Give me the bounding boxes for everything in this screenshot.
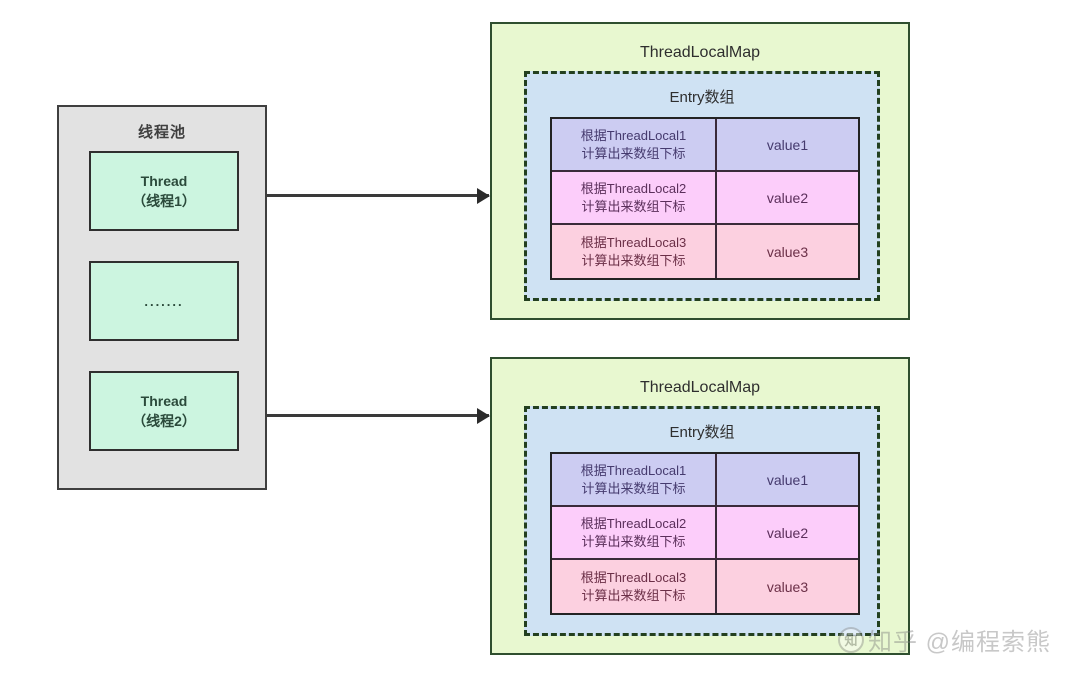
entry-array-2: Entry数组 根据ThreadLocal1 计算出来数组下标 value1 根… bbox=[524, 406, 880, 636]
entry-array-1-title: Entry数组 bbox=[669, 89, 735, 106]
thread-box-2-name: Thread bbox=[140, 392, 188, 409]
entry-array-1: Entry数组 根据ThreadLocal1 计算出来数组下标 value1 根… bbox=[524, 71, 880, 301]
thread-box-1-alias: （线程1） bbox=[132, 193, 196, 209]
entry-table-1: 根据ThreadLocal1 计算出来数组下标 value1 根据ThreadL… bbox=[550, 117, 860, 280]
threadlocalmap-1-title: ThreadLocalMap bbox=[639, 44, 761, 61]
table-row[interactable]: 根据ThreadLocal2 计算出来数组下标 value2 bbox=[552, 172, 858, 225]
entry-key-line2: 计算出来数组下标 bbox=[581, 252, 686, 268]
thread-box-ellipsis[interactable]: ....... bbox=[89, 261, 239, 341]
entry-value-cell: value1 bbox=[717, 119, 858, 170]
entry-key-cell: 根据ThreadLocal3 计算出来数组下标 bbox=[552, 225, 717, 278]
entry-key-line2: 计算出来数组下标 bbox=[581, 198, 686, 214]
entry-key-line2: 计算出来数组下标 bbox=[581, 587, 686, 603]
threadlocalmap-2: ThreadLocalMap Entry数组 根据ThreadLocal1 计算… bbox=[490, 357, 910, 655]
thread-box-2[interactable]: Thread （线程2） bbox=[89, 371, 239, 451]
entry-key-cell: 根据ThreadLocal1 计算出来数组下标 bbox=[552, 119, 717, 170]
thread-pool-title: 线程池 bbox=[137, 124, 186, 141]
entry-key-line1: 根据ThreadLocal3 bbox=[580, 234, 687, 250]
entry-array-2-title: Entry数组 bbox=[669, 424, 735, 441]
entry-key-line2: 计算出来数组下标 bbox=[581, 533, 686, 549]
entry-key-line1: 根据ThreadLocal2 bbox=[580, 180, 687, 196]
entry-key-cell: 根据ThreadLocal2 计算出来数组下标 bbox=[552, 507, 717, 558]
table-row[interactable]: 根据ThreadLocal1 计算出来数组下标 value1 bbox=[552, 119, 858, 172]
thread-pool-container: 线程池 Thread （线程1） ....... Thread （线程2） bbox=[57, 105, 267, 490]
threadlocalmap-2-title: ThreadLocalMap bbox=[639, 379, 761, 396]
thread-box-1-name: Thread bbox=[140, 172, 188, 189]
entry-value-cell: value1 bbox=[717, 454, 858, 505]
entry-key-cell: 根据ThreadLocal2 计算出来数组下标 bbox=[552, 172, 717, 223]
entry-key-line2: 计算出来数组下标 bbox=[581, 480, 686, 496]
entry-value-cell: value2 bbox=[717, 172, 858, 223]
entry-key-line1: 根据ThreadLocal3 bbox=[580, 569, 687, 585]
entry-key-line2: 计算出来数组下标 bbox=[581, 145, 686, 161]
arrow-thread1-to-map1 bbox=[267, 194, 489, 197]
entry-key-line1: 根据ThreadLocal1 bbox=[580, 127, 687, 143]
entry-value-cell: value3 bbox=[717, 225, 858, 278]
threadlocalmap-1: ThreadLocalMap Entry数组 根据ThreadLocal1 计算… bbox=[490, 22, 910, 320]
arrow-thread2-to-map2 bbox=[267, 414, 489, 417]
table-row[interactable]: 根据ThreadLocal3 计算出来数组下标 value3 bbox=[552, 560, 858, 613]
entry-table-2: 根据ThreadLocal1 计算出来数组下标 value1 根据ThreadL… bbox=[550, 452, 860, 615]
entry-key-cell: 根据ThreadLocal1 计算出来数组下标 bbox=[552, 454, 717, 505]
entry-key-line1: 根据ThreadLocal2 bbox=[580, 515, 687, 531]
thread-box-ellipsis-label: ....... bbox=[144, 293, 184, 309]
table-row[interactable]: 根据ThreadLocal3 计算出来数组下标 value3 bbox=[552, 225, 858, 278]
entry-value-cell: value2 bbox=[717, 507, 858, 558]
entry-key-line1: 根据ThreadLocal1 bbox=[580, 462, 687, 478]
table-row[interactable]: 根据ThreadLocal2 计算出来数组下标 value2 bbox=[552, 507, 858, 560]
entry-value-cell: value3 bbox=[717, 560, 858, 613]
thread-box-2-alias: （线程2） bbox=[132, 413, 196, 429]
thread-box-1[interactable]: Thread （线程1） bbox=[89, 151, 239, 231]
table-row[interactable]: 根据ThreadLocal1 计算出来数组下标 value1 bbox=[552, 454, 858, 507]
entry-key-cell: 根据ThreadLocal3 计算出来数组下标 bbox=[552, 560, 717, 613]
